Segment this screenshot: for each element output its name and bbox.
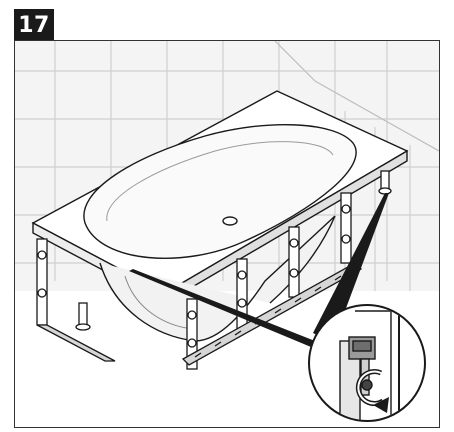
bathtub-body bbox=[99, 215, 336, 342]
installation-illustration bbox=[15, 41, 439, 427]
support-frame bbox=[36, 170, 392, 370]
illustration-frame bbox=[14, 40, 440, 428]
frame-rail-left bbox=[36, 324, 116, 362]
callout-detail bbox=[308, 304, 426, 422]
frame-post-front-3 bbox=[288, 226, 300, 298]
step-number-badge: 17 bbox=[14, 9, 54, 41]
frame-post-front-4 bbox=[340, 192, 352, 264]
frame-foot-right bbox=[380, 170, 390, 190]
circular-arrow-icon bbox=[355, 369, 389, 413]
frame-post-front-1 bbox=[186, 298, 198, 370]
frame-rail-bottom bbox=[181, 262, 363, 366]
frame-foot-left bbox=[78, 302, 88, 326]
bathtub-drain bbox=[222, 216, 238, 226]
adjust-knob bbox=[361, 379, 373, 391]
bathtub-basin bbox=[83, 124, 357, 259]
step-number: 17 bbox=[18, 12, 50, 38]
callout-pointer bbox=[129, 193, 389, 347]
bathtub bbox=[31, 90, 409, 342]
